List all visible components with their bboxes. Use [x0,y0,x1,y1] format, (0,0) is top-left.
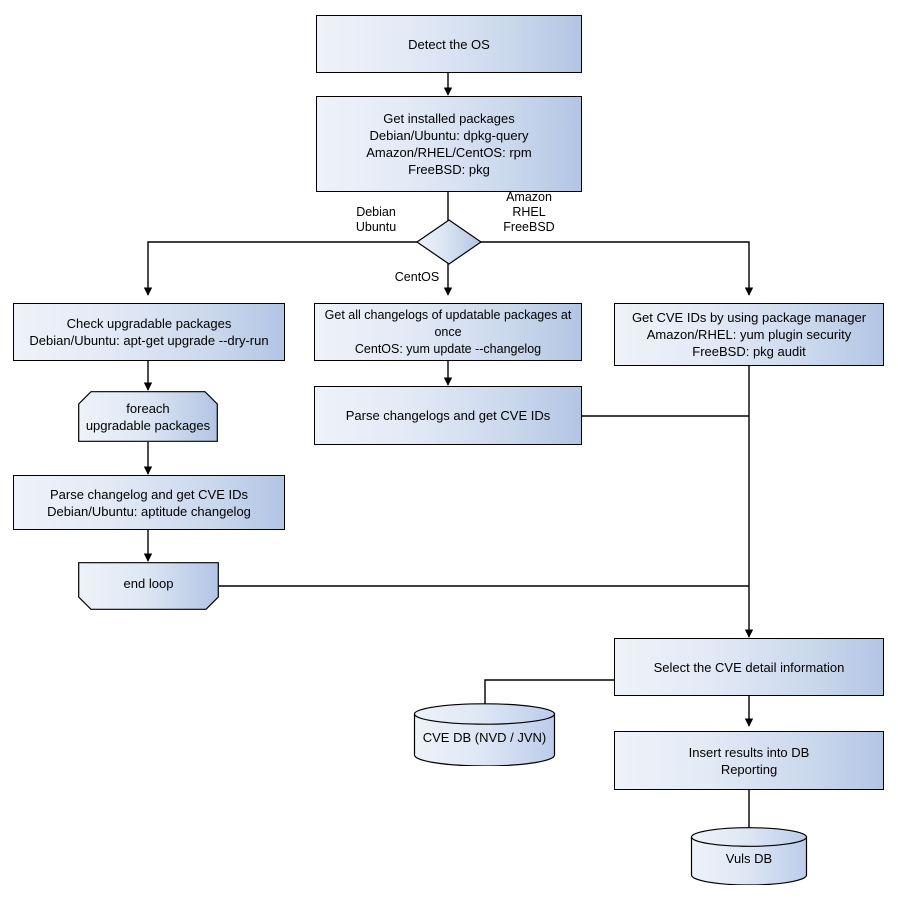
node-detect-os[interactable]: Detect the OS [316,15,582,73]
cve-db-cylinder-shape [413,703,556,767]
node-insert-results-label: Insert results into DB Reporting [688,744,810,777]
node-vuls-db-text: Vuls DB [690,839,808,877]
node-cve-db-text: CVE DB (NVD / JVN) [413,717,556,757]
node-select-cve-detail-label: Select the CVE detail information [653,659,845,675]
loop-end-shape [78,562,219,610]
node-detect-os-label: Detect the OS [408,36,490,52]
node-get-all-changelogs[interactable]: Get all changelogs of updatable packages… [314,303,582,361]
node-parse-changelog[interactable]: Parse changelog and get CVE IDs Debian/U… [13,475,285,530]
node-insert-results[interactable]: Insert results into DB Reporting [614,731,884,790]
edge-label-amazon-rhel-freebsd: Amazon RHEL FreeBSD [503,190,555,234]
node-parse-changelogs-cve[interactable]: Parse changelogs and get CVE IDs [314,386,582,445]
node-cve-db-label: CVE DB (NVD / JVN) [422,729,547,745]
edge-label-centos: CentOS [394,270,440,284]
node-os-decision[interactable] [415,218,483,266]
loop-start-shape [78,391,218,442]
node-select-cve-detail[interactable]: Select the CVE detail information [614,638,884,696]
edge-decision-right [477,241,754,296]
edge-decision-left [143,241,419,296]
node-vuls-db[interactable]: Vuls DB [690,827,808,886]
edge-label-debian-ubuntu: Debian Ubuntu [355,205,397,234]
node-get-cve-ids-pkgmgr-label: Get CVE IDs by using package manager Ama… [631,310,867,359]
node-foreach-loop-label: foreach upgradable packages [85,400,211,433]
node-get-all-changelogs-label: Get all changelogs of updatable packages… [324,307,572,356]
decision-diamond-shape [415,219,483,265]
node-parse-changelogs-cve-label: Parse changelogs and get CVE IDs [345,408,551,423]
node-get-cve-ids-pkgmgr[interactable]: Get CVE IDs by using package manager Ama… [614,303,884,366]
node-get-installed-packages-label: Get installed packages Debian/Ubuntu: dp… [366,111,532,177]
node-cve-db[interactable]: CVE DB (NVD / JVN) [413,703,556,767]
node-foreach-loop[interactable]: foreach upgradable packages [78,391,218,442]
node-check-upgradable[interactable]: Check upgradable packages Debian/Ubuntu:… [13,303,285,361]
node-get-installed-packages[interactable]: Get installed packages Debian/Ubuntu: dp… [316,96,582,192]
node-end-loop[interactable]: end loop [78,562,219,610]
vuls-db-cylinder-shape [690,827,808,886]
node-check-upgradable-label: Check upgradable packages Debian/Ubuntu:… [29,316,269,348]
node-parse-changelog-label: Parse changelog and get CVE IDs Debian/U… [47,486,251,519]
node-end-loop-label: end loop [123,575,174,591]
node-vuls-db-label: Vuls DB [725,850,773,866]
